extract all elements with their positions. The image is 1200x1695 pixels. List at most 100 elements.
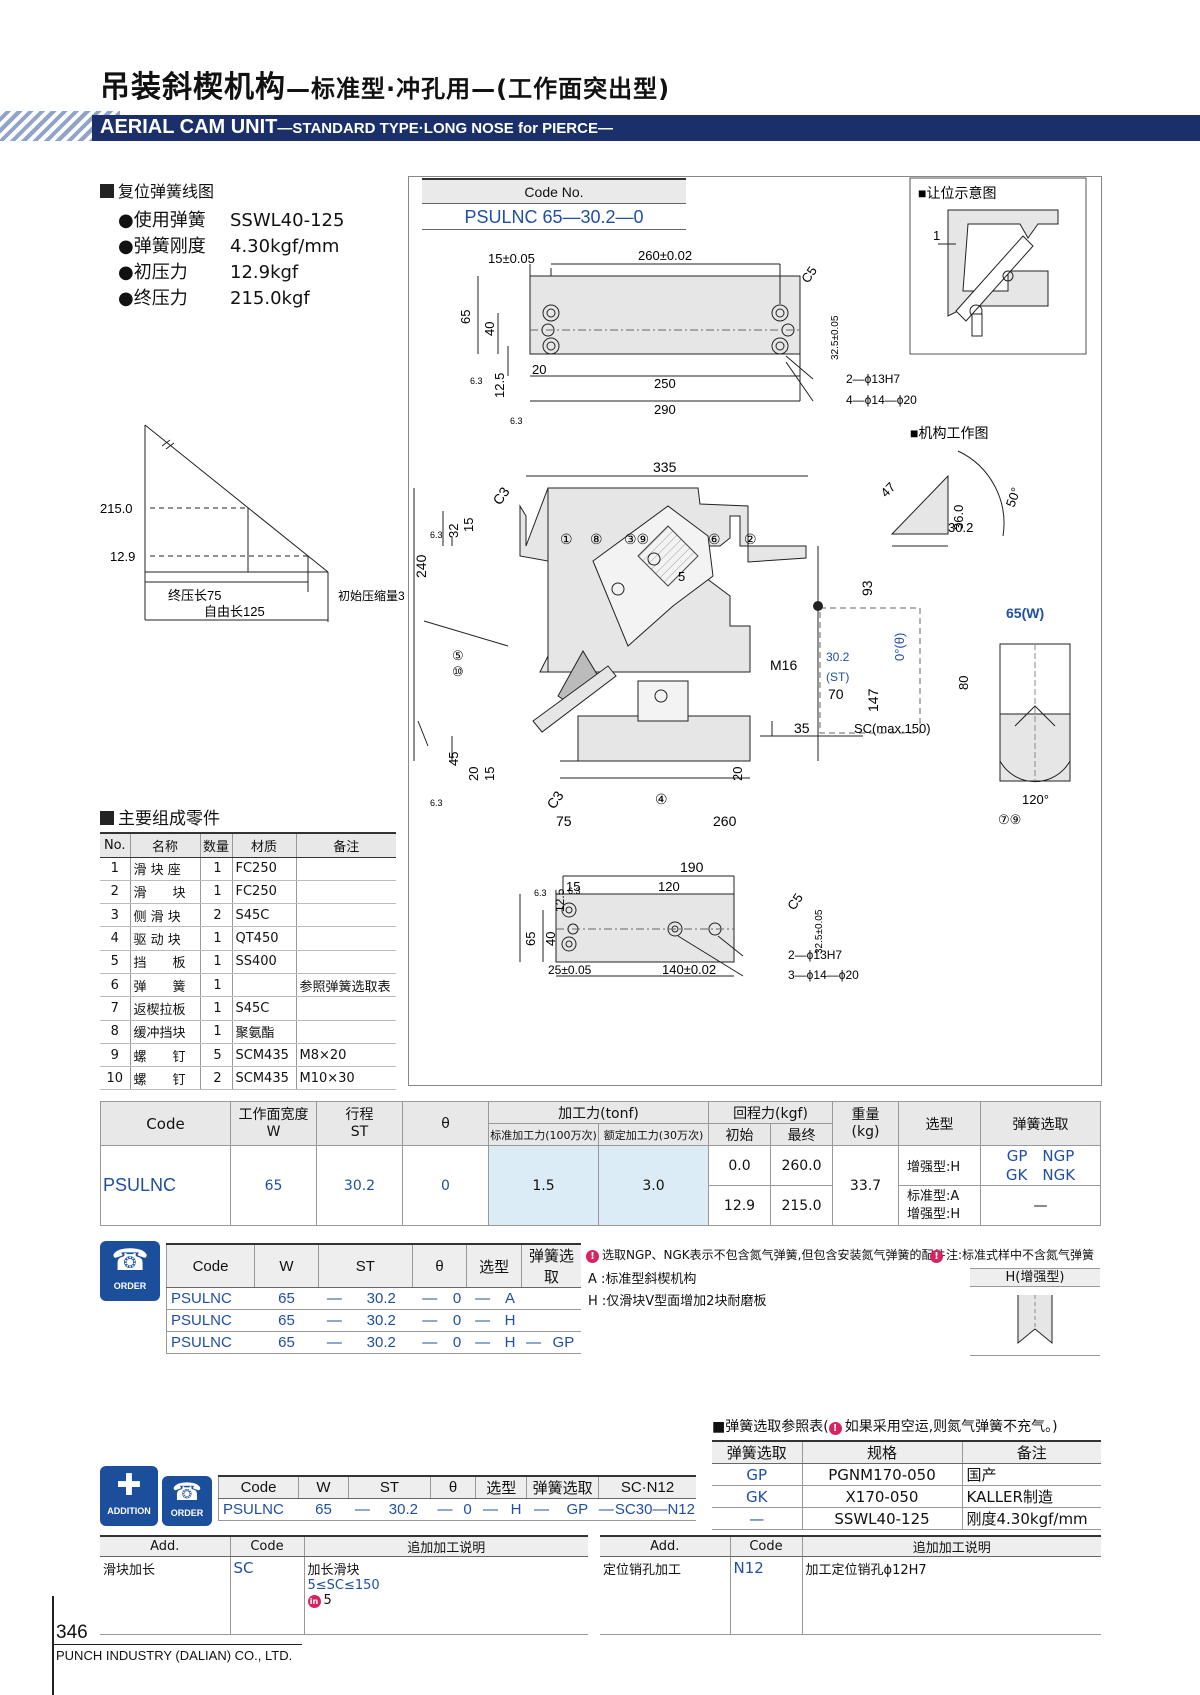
svg-text:15: 15 xyxy=(461,518,476,532)
svg-text:120°: 120° xyxy=(1022,792,1049,807)
svg-text:C3: C3 xyxy=(489,484,512,508)
initial-compress-label: 初始压缩量3 xyxy=(338,588,405,603)
svg-text:240: 240 xyxy=(413,554,429,578)
svg-text:65(W): 65(W) xyxy=(1006,605,1044,621)
svg-text:12.5: 12.5 xyxy=(492,373,507,398)
svg-text:④: ④ xyxy=(655,791,668,807)
title-main: 吊装斜楔机构 xyxy=(100,70,286,105)
y-low-label: 12.9 xyxy=(110,549,135,564)
svg-text:0°(θ): 0°(θ) xyxy=(892,633,907,661)
svg-text:6.3: 6.3 xyxy=(534,888,547,898)
mechanism-diagram: ■机构工作图 30.2 36.0 47 50° xyxy=(878,425,1024,547)
order-note-2: !注:标准式样中不含氮气弹簧 xyxy=(930,1246,1094,1263)
parts-col-name: 名称 xyxy=(129,832,200,858)
parts-section-title: 主要组成零件 xyxy=(100,804,220,829)
svg-text:C3: C3 xyxy=(543,788,566,812)
page-title: 吊装斜楔机构—标准型·冲孔用—(工作面突出型) xyxy=(100,62,670,106)
addition-icon: ✚ ADDITION xyxy=(100,1466,158,1526)
footer-vline xyxy=(52,1596,54,1695)
svg-text:20: 20 xyxy=(730,767,745,781)
svg-text:⑧: ⑧ xyxy=(590,531,603,547)
banner-bar xyxy=(92,115,1200,141)
clearance-diagram: ■让位示意图 1 xyxy=(909,177,1087,355)
svg-text:⑩: ⑩ xyxy=(452,664,464,679)
svg-text:⑥: ⑥ xyxy=(708,531,721,547)
parts-col-qty: 数量 xyxy=(199,832,232,858)
svg-text:M16: M16 xyxy=(770,657,797,673)
svg-text:C5: C5 xyxy=(784,890,806,912)
title-banner: AERIAL CAM UNIT—STANDARD TYPE·LONG NOSE … xyxy=(0,111,1200,141)
addition-header-row: Code W ST θ 选型 弹簧选取 SC·N12 xyxy=(218,1475,696,1499)
technical-drawing: ■让位示意图 1 xyxy=(413,177,1087,982)
svg-text:15: 15 xyxy=(482,767,497,781)
svg-text:3—ϕ14—ϕ20: 3—ϕ14—ϕ20 xyxy=(788,968,859,982)
ref-header-row: 弹簧选取 规格 备注 xyxy=(712,1440,1101,1464)
bottom-view: 190 15 120 C5 12.5 6.3 6.3 65 40 25±0.05… xyxy=(519,859,859,982)
parts-col-remark: 备注 xyxy=(295,832,396,858)
increment-icon: in xyxy=(307,1595,321,1608)
svg-text:5: 5 xyxy=(678,569,685,584)
svg-text:③⑨: ③⑨ xyxy=(624,531,649,547)
svg-text:2—ϕ13H7: 2—ϕ13H7 xyxy=(788,948,842,962)
footer-hline xyxy=(52,1644,302,1645)
warning-icon: ! xyxy=(828,1422,842,1435)
svg-text:65: 65 xyxy=(458,310,473,324)
plus-icon: ✚ xyxy=(116,1468,142,1503)
title-en-main: AERIAL CAM UNIT xyxy=(100,116,278,138)
title-en-sub: —STANDARD TYPE·LONG NOSE for PIERCE— xyxy=(277,120,613,137)
svg-text:12.5: 12.5 xyxy=(553,888,567,912)
h-type-svg xyxy=(1017,1295,1053,1345)
svg-text:260±0.02: 260±0.02 xyxy=(638,248,692,263)
side-view: 65(W) 80 120° ⑦⑨ xyxy=(956,605,1071,827)
company-name: PUNCH INDUSTRY (DALIAN) CO., LTD. xyxy=(56,1648,293,1663)
svg-text:147: 147 xyxy=(865,688,881,712)
addition-desc-header: Add. Code 追加加工说明 Add. Code 追加加工说明 xyxy=(100,1535,1101,1557)
free-length-label: 自由长125 xyxy=(204,604,265,619)
svg-text:⑦⑨: ⑦⑨ xyxy=(998,812,1021,827)
spring-section-title: 复位弹簧线图 xyxy=(100,178,214,202)
svg-text:40: 40 xyxy=(543,932,558,946)
note-type-a: A :标准型斜楔机构 xyxy=(588,1272,697,1287)
svg-text:30.2: 30.2 xyxy=(948,520,973,535)
svg-text:6.3: 6.3 xyxy=(568,886,581,896)
spring-line-chart: 215.0 12.9 终压长75 初始压缩量3 自由长125 xyxy=(100,424,405,622)
page-number: 346 xyxy=(56,1622,88,1643)
svg-text:6.3: 6.3 xyxy=(470,376,483,386)
svg-text:32: 32 xyxy=(446,524,461,538)
table-row: 12.9 215.0 标准型:A 增强型:H — xyxy=(101,1185,1101,1226)
order-header-row: Code W ST θ 选型 弹簧选取 xyxy=(166,1243,581,1288)
spec-subheader-row: 标准加工力(100万次) 额定加工力(30万次) 初始 最终 xyxy=(101,1123,1101,1146)
spring-ref-title: ■弹簧选取参照表(!如果采用空运,则氮气弹簧不充气。) xyxy=(712,1419,1058,1435)
svg-text:25±0.05: 25±0.05 xyxy=(548,963,592,977)
svg-text:93: 93 xyxy=(859,580,875,596)
parts-header-row: No. 名称 数量 材质 备注 xyxy=(100,832,396,858)
title-en: AERIAL CAM UNIT—STANDARD TYPE·LONG NOSE … xyxy=(100,116,613,139)
svg-text:(ST): (ST) xyxy=(826,670,849,684)
svg-text:40: 40 xyxy=(482,322,497,336)
warning-icon: ! xyxy=(930,1250,943,1263)
svg-text:2—ϕ13H7: 2—ϕ13H7 xyxy=(846,372,900,386)
spec-header-row: Code 工作面宽度 W 行程 ST θ 加工力(tonf) 回程力(kgf) … xyxy=(100,1101,1101,1146)
table-row: PSULNC 65 30.2 0 1.5 3.0 0.0 260.0 33.7 … xyxy=(100,1145,1101,1226)
svg-text:70: 70 xyxy=(828,686,844,702)
code-no-value: PSULNC 65—30.2—0 xyxy=(422,204,686,230)
svg-text:335: 335 xyxy=(653,459,677,475)
svg-text:47: 47 xyxy=(878,479,899,500)
svg-text:32.5±0.05: 32.5±0.05 xyxy=(830,315,841,360)
